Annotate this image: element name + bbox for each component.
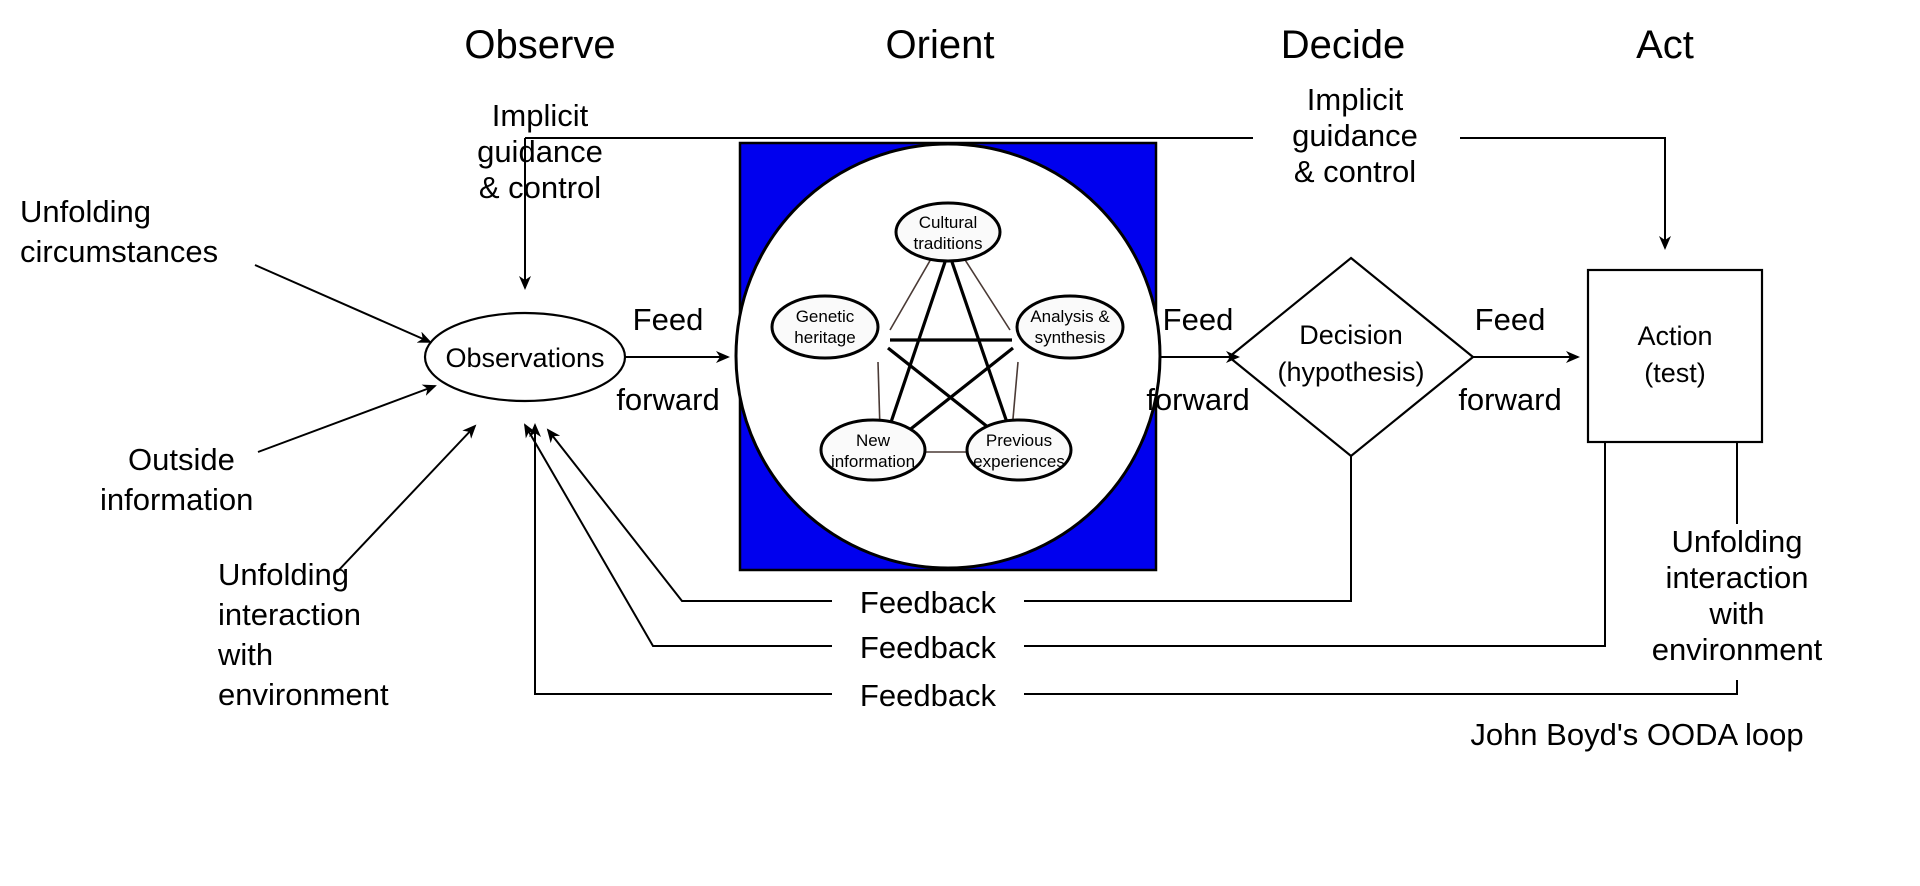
- feedback-label-2: Feedback: [860, 630, 997, 665]
- new-information-line2: information: [831, 452, 915, 471]
- implicit-guidance-right-line3: & control: [1294, 154, 1416, 189]
- genetic-heritage-line2: heritage: [794, 328, 855, 347]
- orient-node-previous-experiences: Previous experiences: [965, 418, 1073, 482]
- unfolding-interaction-right-line3: with: [1708, 596, 1764, 631]
- decision-line2: (hypothesis): [1277, 357, 1424, 387]
- unfolding-interaction-right-line4: environment: [1652, 632, 1823, 667]
- new-information-line1: New: [856, 431, 891, 450]
- implicit-guidance-left-line3: & control: [479, 170, 601, 205]
- analysis-synthesis-line1: Analysis &: [1030, 307, 1110, 326]
- orient-node-genetic-heritage: Genetic heritage: [770, 294, 880, 360]
- input-unfolding-interaction-line2: interaction: [218, 597, 361, 632]
- input-outside-information-line1: Outside: [128, 442, 235, 477]
- phase-title-decide: Decide: [1281, 23, 1406, 67]
- unfolding-interaction-right-line2: interaction: [1665, 560, 1808, 595]
- cultural-traditions-line2: traditions: [914, 234, 983, 253]
- observations-label: Observations: [445, 343, 604, 373]
- feed-forward-2-line2: forward: [1146, 382, 1249, 417]
- feedback-2-path-right: [1024, 442, 1606, 647]
- phase-title-orient: Orient: [886, 23, 995, 67]
- input-unfolding-interaction-line4: environment: [218, 677, 389, 712]
- feedback-1-path-right: [1024, 456, 1352, 602]
- feed-forward-3-line2: forward: [1458, 382, 1561, 417]
- feed-forward-2-line1: Feed: [1163, 302, 1234, 337]
- phase-title-act: Act: [1636, 23, 1694, 67]
- arrow-outside-information: [257, 384, 437, 453]
- observations-ellipse: [423, 311, 627, 403]
- feedback-label-3: Feedback: [860, 678, 997, 713]
- feed-forward-1-line2: forward: [616, 382, 719, 417]
- feed-forward-1-line1: Feed: [633, 302, 704, 337]
- previous-experiences-line1: Previous: [986, 431, 1052, 450]
- input-unfolding-interaction-line1: Unfolding: [218, 557, 349, 592]
- input-outside-information-line2: information: [100, 482, 253, 517]
- implicit-guidance-right-line1: Implicit: [1307, 82, 1404, 117]
- analysis-synthesis-line2: synthesis: [1035, 328, 1106, 347]
- feedback-label-1: Feedback: [860, 585, 997, 620]
- cultural-traditions-line1: Cultural: [919, 213, 978, 232]
- feed-forward-3-line1: Feed: [1475, 302, 1546, 337]
- action-line2: (test): [1644, 358, 1706, 388]
- input-unfolding-circumstances-line1: Unfolding: [20, 194, 151, 229]
- feedback-3-path-right: [1024, 680, 1738, 695]
- input-unfolding-circumstances-line2: circumstances: [20, 234, 218, 269]
- feedback-3-path-left: [529, 423, 832, 695]
- feedback-2-path-left: [523, 423, 832, 647]
- phase-title-observe: Observe: [464, 23, 615, 67]
- genetic-heritage-line1: Genetic: [796, 307, 855, 326]
- implicit-guidance-left-line2: guidance: [477, 134, 603, 169]
- arrow-unfolding-interaction-left: [336, 424, 477, 573]
- implicit-guidance-left-line1: Implicit: [492, 98, 589, 133]
- arrow-unfolding-circumstances: [254, 264, 432, 343]
- action-line1: Action: [1637, 321, 1712, 351]
- unfolding-interaction-right-line1: Unfolding: [1672, 524, 1803, 559]
- orient-node-analysis-synthesis: Analysis & synthesis: [1015, 294, 1125, 360]
- implicit-guidance-bus-right: [1460, 137, 1671, 250]
- feedback-1-path-left: [546, 428, 832, 602]
- input-unfolding-interaction-line3: with: [217, 637, 273, 672]
- action-box: [1586, 268, 1764, 444]
- diagram-caption: John Boyd's OODA loop: [1470, 717, 1803, 752]
- orient-node-new-information: New information: [819, 418, 927, 482]
- decision-line1: Decision: [1299, 320, 1403, 350]
- implicit-guidance-right-line2: guidance: [1292, 118, 1418, 153]
- previous-experiences-line2: experiences: [973, 452, 1065, 471]
- orient-node-cultural-traditions: Cultural traditions: [894, 201, 1002, 263]
